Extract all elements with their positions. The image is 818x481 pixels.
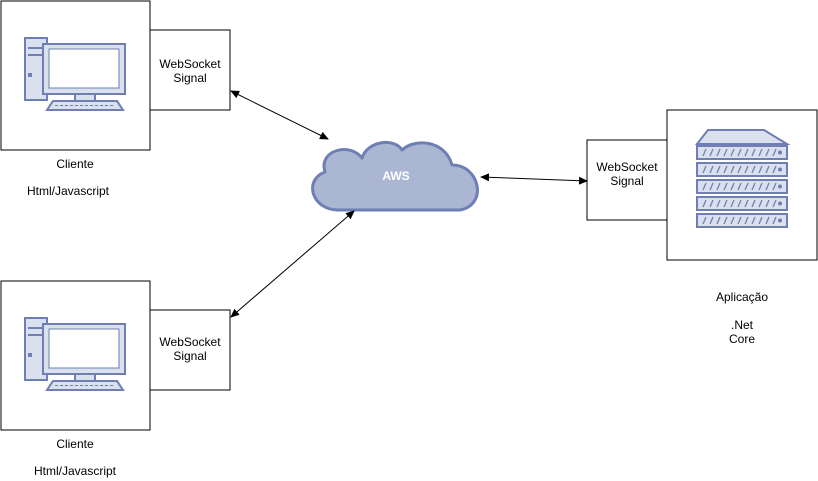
- ws-top-line2: Signal: [173, 71, 207, 85]
- server-tech-line1: .Net: [730, 318, 753, 332]
- server-rack-unit: [696, 196, 788, 211]
- desktop-computer-icon: [24, 37, 126, 111]
- ws-right-line2: Signal: [610, 174, 644, 188]
- ws-top-node: [149, 29, 231, 111]
- client-bottom-title: Cliente: [56, 437, 94, 451]
- ws-bottom-line1: WebSocket: [159, 335, 221, 349]
- client-top-subtitle: Html/Javascript: [26, 184, 109, 198]
- ws-right-label: WebSocket Signal: [587, 160, 667, 188]
- connector-ws-bottom-cloud: [230, 210, 355, 318]
- server-rack-unit: [696, 145, 788, 160]
- client-top-node: [0, 0, 151, 151]
- client-bottom-subtitle: Html/Javascript: [33, 464, 116, 478]
- server-title: Aplicação: [715, 290, 769, 304]
- server-rack-unit: [696, 213, 788, 228]
- cloud-label: AWS: [382, 169, 410, 183]
- client-top-title: Cliente: [56, 157, 94, 171]
- server-tech: .Net Core: [667, 318, 817, 346]
- ws-bottom-label: WebSocket Signal: [150, 335, 230, 363]
- ws-top-line1: WebSocket: [159, 57, 221, 71]
- connector-cloud-ws-right: [480, 173, 588, 185]
- ws-top-label: WebSocket Signal: [150, 57, 230, 85]
- ws-right-node: [586, 139, 668, 221]
- server-node: [666, 109, 818, 261]
- connector-ws-top-cloud: [230, 90, 329, 140]
- ws-bottom-node: [149, 309, 231, 391]
- server-rack-unit: [696, 162, 788, 177]
- ws-right-line1: WebSocket: [596, 160, 658, 174]
- server-tech-line2: Core: [728, 332, 755, 346]
- server-rack-unit: [696, 179, 788, 194]
- cloud-icon: [311, 141, 479, 212]
- desktop-computer-icon: [24, 317, 126, 391]
- server-rack-icon: [694, 129, 791, 228]
- ws-bottom-line2: Signal: [173, 349, 207, 363]
- client-bottom-node: [0, 280, 151, 431]
